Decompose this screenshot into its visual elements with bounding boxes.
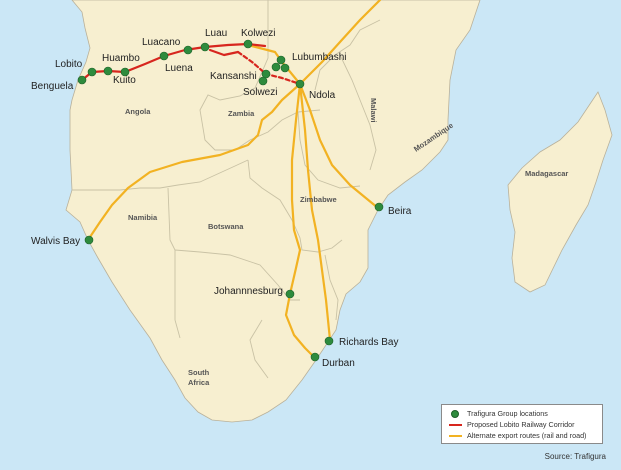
country-botswana: Botswana: [208, 222, 244, 231]
label-lubumbashi: Lubumbashi: [292, 52, 346, 63]
source-credit: Source: Trafigura: [544, 452, 606, 461]
country-zambia: Zambia: [228, 109, 255, 118]
legend-label-routes: Alternate export routes (rail and road): [467, 431, 587, 440]
country-namibia: Namibia: [128, 213, 158, 222]
label-ndola: Ndola: [309, 90, 336, 101]
route-johannesburg: [288, 82, 302, 296]
label-kolwezi: Kolwezi: [241, 28, 275, 39]
country-malawi: Malawi: [369, 98, 378, 123]
label-solwezi: Solwezi: [243, 87, 277, 98]
route-richards-bay: [298, 82, 332, 342]
dot-lubumbashi-2: [271, 62, 281, 72]
country-borders: [72, 0, 381, 379]
legend-label-locations: Trafigura Group locations: [467, 409, 548, 418]
dot-lubumbashi-3: [280, 63, 290, 73]
dot-walvis-bay: [84, 235, 94, 245]
country-zimbabwe: Zimbabwe: [300, 195, 337, 204]
label-richards-bay: Richards Bay: [339, 337, 398, 348]
dot-luacano: [159, 51, 169, 61]
label-beira: Beira: [388, 206, 412, 217]
route-dar-es-salaam: [298, 0, 382, 86]
dot-luena: [183, 45, 193, 55]
label-kuito: Kuito: [113, 75, 136, 86]
route-beira: [298, 82, 380, 210]
label-luacano: Luacano: [142, 37, 181, 48]
label-walvis-bay: Walvis Bay: [31, 236, 80, 247]
legend-row-routes: Alternate export routes (rail and road): [448, 430, 596, 441]
landmass-africa: [65, 0, 481, 423]
dot-richards-bay: [324, 336, 334, 346]
red-line-icon: [448, 423, 462, 426]
city-labels: Lobito Benguela Huambo Kuito Luacano Lue…: [31, 28, 412, 369]
corridor-spur: [208, 48, 240, 57]
legend-symbol-corridor: [448, 423, 462, 426]
country-angola: Angola: [125, 107, 151, 116]
dot-durban: [310, 352, 320, 362]
export-routes: [86, 0, 382, 360]
label-johannesburg: Johannnesburg: [214, 286, 283, 297]
label-lobito: Lobito: [55, 59, 83, 70]
legend-row-corridor: Proposed Lobito Railway Corridor: [448, 419, 596, 430]
dot-ndola: [295, 79, 305, 89]
green-dot-icon: [451, 409, 459, 418]
country-madagascar: Madagascar: [525, 169, 568, 178]
label-durban: Durban: [322, 358, 355, 369]
country-africa: Africa: [188, 378, 210, 387]
dot-solwezi: [258, 76, 268, 86]
label-huambo: Huambo: [102, 53, 140, 64]
legend-symbol-routes: [448, 434, 462, 437]
map-legend: Trafigura Group locations Proposed Lobit…: [441, 404, 603, 444]
label-luena: Luena: [165, 63, 193, 74]
dot-benguela: [77, 75, 87, 85]
dot-huambo: [103, 66, 113, 76]
landmass-madagascar: [507, 91, 613, 293]
legend-row-locations: Trafigura Group locations: [448, 408, 596, 419]
dot-lobito: [87, 67, 97, 77]
legend-label-corridor: Proposed Lobito Railway Corridor: [467, 420, 575, 429]
dot-lubumbashi-1: [276, 55, 286, 65]
dot-johannesburg: [285, 289, 295, 299]
country-south: South: [188, 368, 210, 377]
label-kansanshi: Kansanshi: [210, 71, 257, 82]
yellow-line-icon: [448, 434, 462, 437]
route-walvis-bay: [86, 82, 302, 242]
dot-kolwezi: [243, 39, 253, 49]
label-benguela: Benguela: [31, 81, 74, 92]
route-durban: [284, 292, 317, 360]
legend-symbol-locations: [448, 409, 462, 418]
dot-kuito: [120, 67, 130, 77]
location-markers: [77, 39, 384, 362]
dot-luau: [200, 42, 210, 52]
dot-beira: [374, 202, 384, 212]
label-luau: Luau: [205, 28, 227, 39]
